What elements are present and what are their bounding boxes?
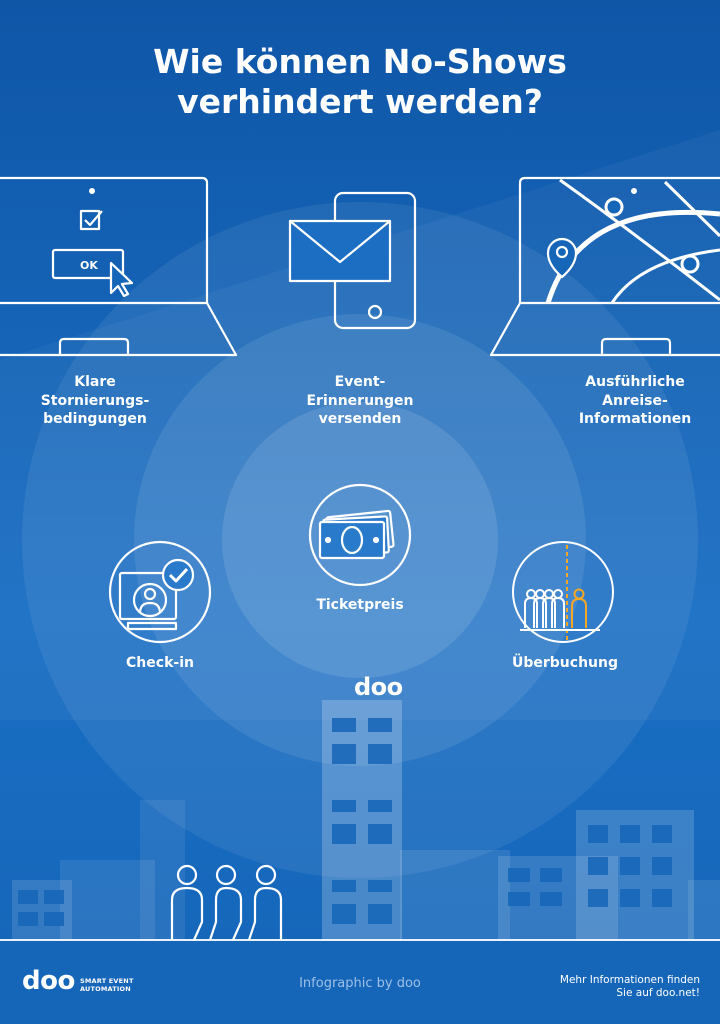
people-group-icon	[170, 864, 283, 941]
footer-credit: Infographic by doo	[299, 976, 421, 991]
laptop-checkbox-ok-icon	[0, 176, 238, 357]
label-overbook: Überbuchung	[512, 655, 618, 671]
crowd-icon	[512, 541, 614, 643]
title-line-2: verhindert werden?	[177, 82, 543, 121]
building-windows	[18, 718, 672, 926]
page-title: Wie können No-Shows verhindert werden?	[0, 42, 720, 122]
label-storno: Klare Stornierungs- bedingungen	[40, 374, 150, 427]
label-travel: Ausführliche Anreise- Informationen	[578, 374, 692, 427]
building-logo: doo	[354, 673, 403, 701]
label-reminder: Event- Erinnerungen versenden	[306, 374, 414, 427]
footer-more-info: Mehr Informationen finden Sie auf doo.ne…	[559, 974, 700, 999]
footer-tagline: SMART EVENT AUTOMATION	[80, 977, 134, 993]
label-checkin: Check-in	[126, 655, 194, 671]
label-ticket: Ticketpreis	[316, 597, 404, 613]
banknotes-icon	[308, 483, 412, 587]
title-line-1: Wie können No-Shows	[153, 42, 567, 81]
laptop-map-icon	[489, 176, 720, 357]
checkin-screen-icon	[108, 540, 212, 644]
phone-envelope-icon	[288, 191, 417, 330]
footer-logo: doo	[22, 966, 75, 996]
